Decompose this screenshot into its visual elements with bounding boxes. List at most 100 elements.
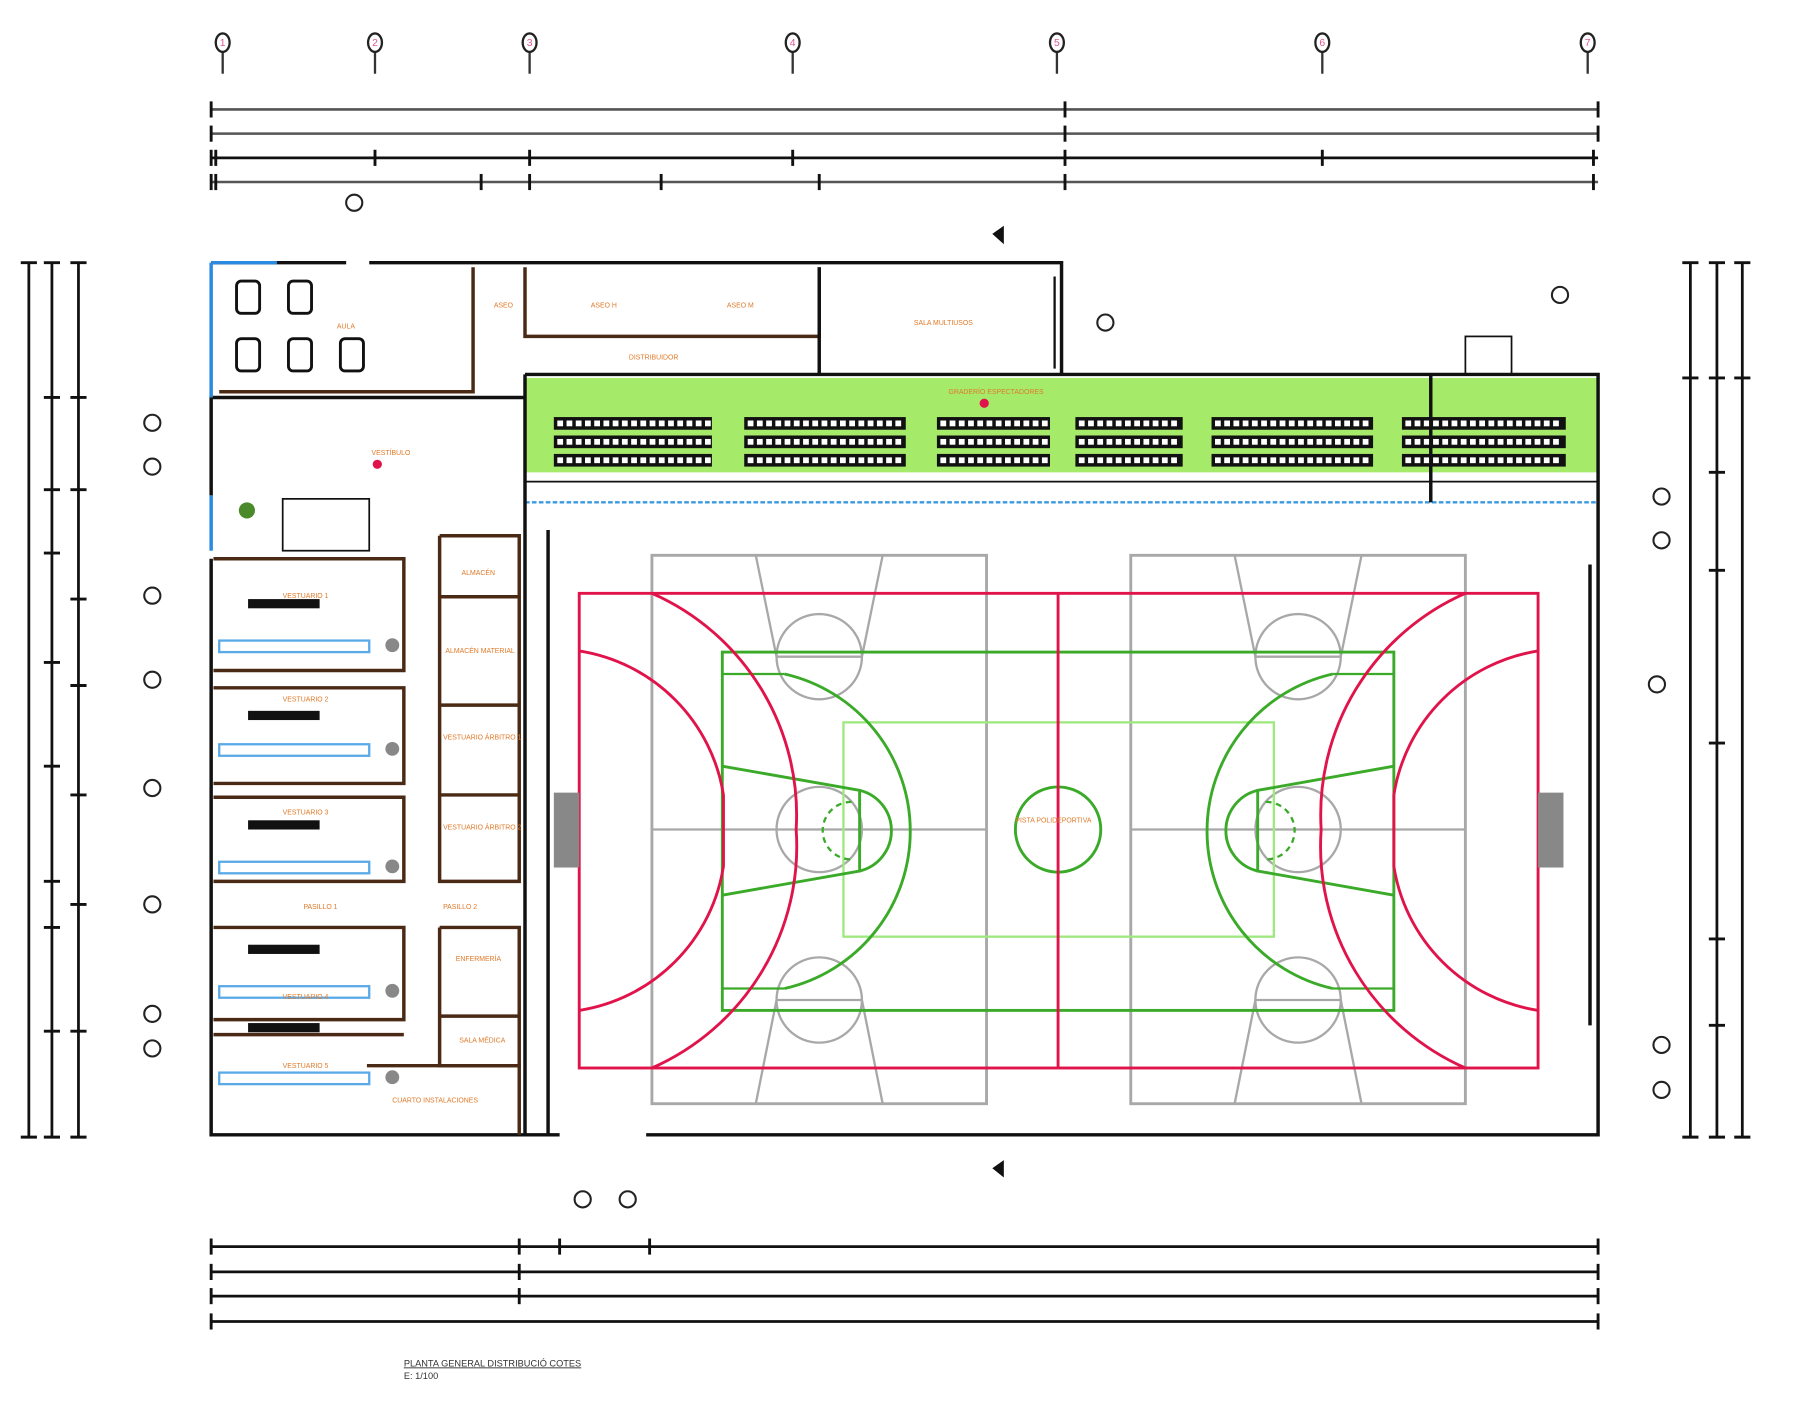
seat	[1261, 438, 1267, 445]
seat	[612, 438, 619, 445]
sports-court	[553, 553, 1564, 1106]
seat	[858, 438, 865, 445]
room-label: ALMACÉN MATERIAL	[445, 646, 515, 655]
seat	[1288, 420, 1295, 427]
door-tags	[143, 193, 1671, 1209]
shower-area	[218, 985, 371, 999]
markers	[238, 225, 1004, 1178]
seat	[812, 420, 819, 427]
seat	[575, 438, 582, 445]
seat	[830, 420, 837, 427]
seat	[803, 457, 809, 464]
seat	[886, 457, 892, 464]
seat	[1325, 457, 1332, 464]
seat	[756, 438, 763, 445]
seat	[1362, 438, 1369, 445]
seat	[1005, 457, 1011, 464]
seat	[1506, 438, 1513, 445]
room-label: ALMACÉN	[462, 568, 495, 577]
seat	[867, 457, 874, 464]
seat	[1134, 420, 1140, 427]
door-tag-icon	[143, 1004, 162, 1023]
desk-icon	[235, 279, 262, 315]
bench	[248, 1023, 320, 1033]
grid-axis-label: 1	[220, 38, 226, 49]
door-tag-icon	[1652, 487, 1671, 506]
seat	[1152, 438, 1159, 445]
seat	[867, 420, 874, 427]
seat	[1298, 457, 1304, 464]
shower-area	[218, 1071, 371, 1086]
seat	[621, 438, 628, 445]
grid-axis-bubble	[1579, 32, 1596, 53]
seat	[1479, 438, 1485, 445]
seat	[747, 457, 754, 464]
seat	[1251, 438, 1258, 445]
seat	[557, 438, 564, 445]
seat	[1242, 457, 1249, 464]
seat	[1442, 457, 1449, 464]
seat	[649, 420, 656, 427]
seat	[1543, 420, 1550, 427]
seat	[1460, 438, 1467, 445]
left-block-rooms	[213, 534, 521, 1135]
seat	[821, 438, 828, 445]
seat	[1316, 457, 1323, 464]
room-label: SALA MULTIUSOS	[914, 320, 973, 327]
seat	[1134, 457, 1140, 464]
seat	[784, 420, 791, 427]
seat	[1488, 457, 1495, 464]
room-label: VESTUARIO 5	[283, 1063, 329, 1070]
seat	[1423, 438, 1430, 445]
section-arrow-icon	[992, 225, 1004, 245]
seat	[585, 420, 591, 427]
seat	[1242, 420, 1249, 427]
seat	[1106, 438, 1113, 445]
seat	[1470, 457, 1476, 464]
seat	[1224, 457, 1230, 464]
shower-area	[218, 743, 371, 757]
room-label: PISTA POLIDEPORTIVA	[1015, 818, 1091, 825]
changing-room-benches	[218, 599, 400, 1086]
room-label: VESTUARIO ÁRBITRO 2	[443, 823, 522, 832]
seat	[968, 438, 974, 445]
seat	[695, 457, 702, 464]
room-label: DISTRIBUIDOR	[629, 354, 679, 361]
seat	[940, 420, 947, 427]
grid-axis-bubble	[1314, 32, 1331, 53]
seat	[1125, 420, 1131, 427]
seat	[1325, 420, 1332, 427]
seat	[649, 438, 656, 445]
seat	[1405, 420, 1412, 427]
seat	[1032, 438, 1039, 445]
goal-right	[1538, 792, 1564, 868]
shower-area	[218, 860, 371, 875]
seat	[1242, 438, 1249, 445]
seat	[1353, 438, 1360, 445]
seat	[793, 457, 800, 464]
seat	[821, 420, 828, 427]
seat	[1451, 420, 1458, 427]
seat	[1261, 457, 1267, 464]
seat	[1405, 457, 1412, 464]
room-label: VESTUARIO 3	[283, 810, 329, 817]
seat	[1553, 420, 1559, 427]
seat	[612, 420, 619, 427]
seat	[986, 420, 993, 427]
seat	[1270, 438, 1277, 445]
seat	[658, 457, 665, 464]
seat	[1543, 438, 1550, 445]
drawing-title: PLANTA GENERAL DISTRIBUCIÓ COTES	[404, 1358, 581, 1368]
seat	[1423, 420, 1430, 427]
seat	[1325, 438, 1332, 445]
seat	[677, 438, 684, 445]
seat-row	[936, 417, 1050, 430]
seat	[594, 457, 600, 464]
seat	[1460, 420, 1467, 427]
seat	[1423, 457, 1430, 464]
toilet-icon	[385, 1070, 400, 1085]
door-tag-icon	[143, 457, 162, 476]
seat	[995, 438, 1002, 445]
room-label: PASILLO 1	[303, 904, 337, 911]
seat	[1488, 438, 1495, 445]
